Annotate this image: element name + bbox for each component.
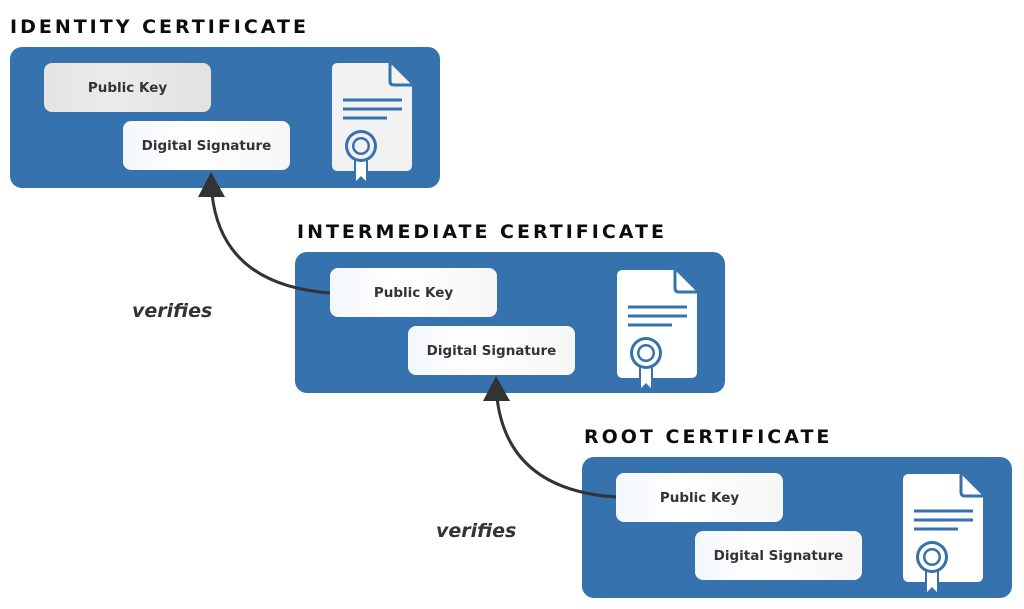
identity-digital-signature: Digital Signature — [123, 121, 290, 170]
intermediate-certificate-card: Public Key Digital Signature — [295, 252, 725, 393]
identity-certificate-card: Public Key Digital Signature — [10, 47, 440, 188]
identity-certificate-title: IDENTITY CERTIFICATE — [10, 16, 309, 38]
arrow-intermediate-to-identity — [210, 193, 331, 295]
root-public-key: Public Key — [616, 473, 783, 522]
arrow-head-intermediate — [483, 376, 510, 401]
identity-public-key: Public Key — [44, 63, 211, 112]
intermediate-certificate-title: INTERMEDIATE CERTIFICATE — [297, 221, 667, 243]
root-digital-signature: Digital Signature — [695, 531, 862, 580]
intermediate-public-key: Public Key — [330, 268, 497, 317]
intermediate-digital-signature: Digital Signature — [408, 326, 575, 375]
arrow-head-identity — [198, 172, 225, 197]
certificate-document-icon — [903, 474, 983, 596]
root-certificate-card: Public Key Digital Signature — [582, 457, 1012, 598]
root-certificate-title: ROOT CERTIFICATE — [584, 426, 833, 448]
verifies-label-1: verifies — [132, 300, 213, 322]
verifies-label-2: verifies — [436, 520, 517, 542]
certificate-document-icon — [332, 63, 412, 185]
arrow-root-to-intermediate — [495, 397, 617, 499]
certificate-document-icon — [617, 270, 697, 392]
